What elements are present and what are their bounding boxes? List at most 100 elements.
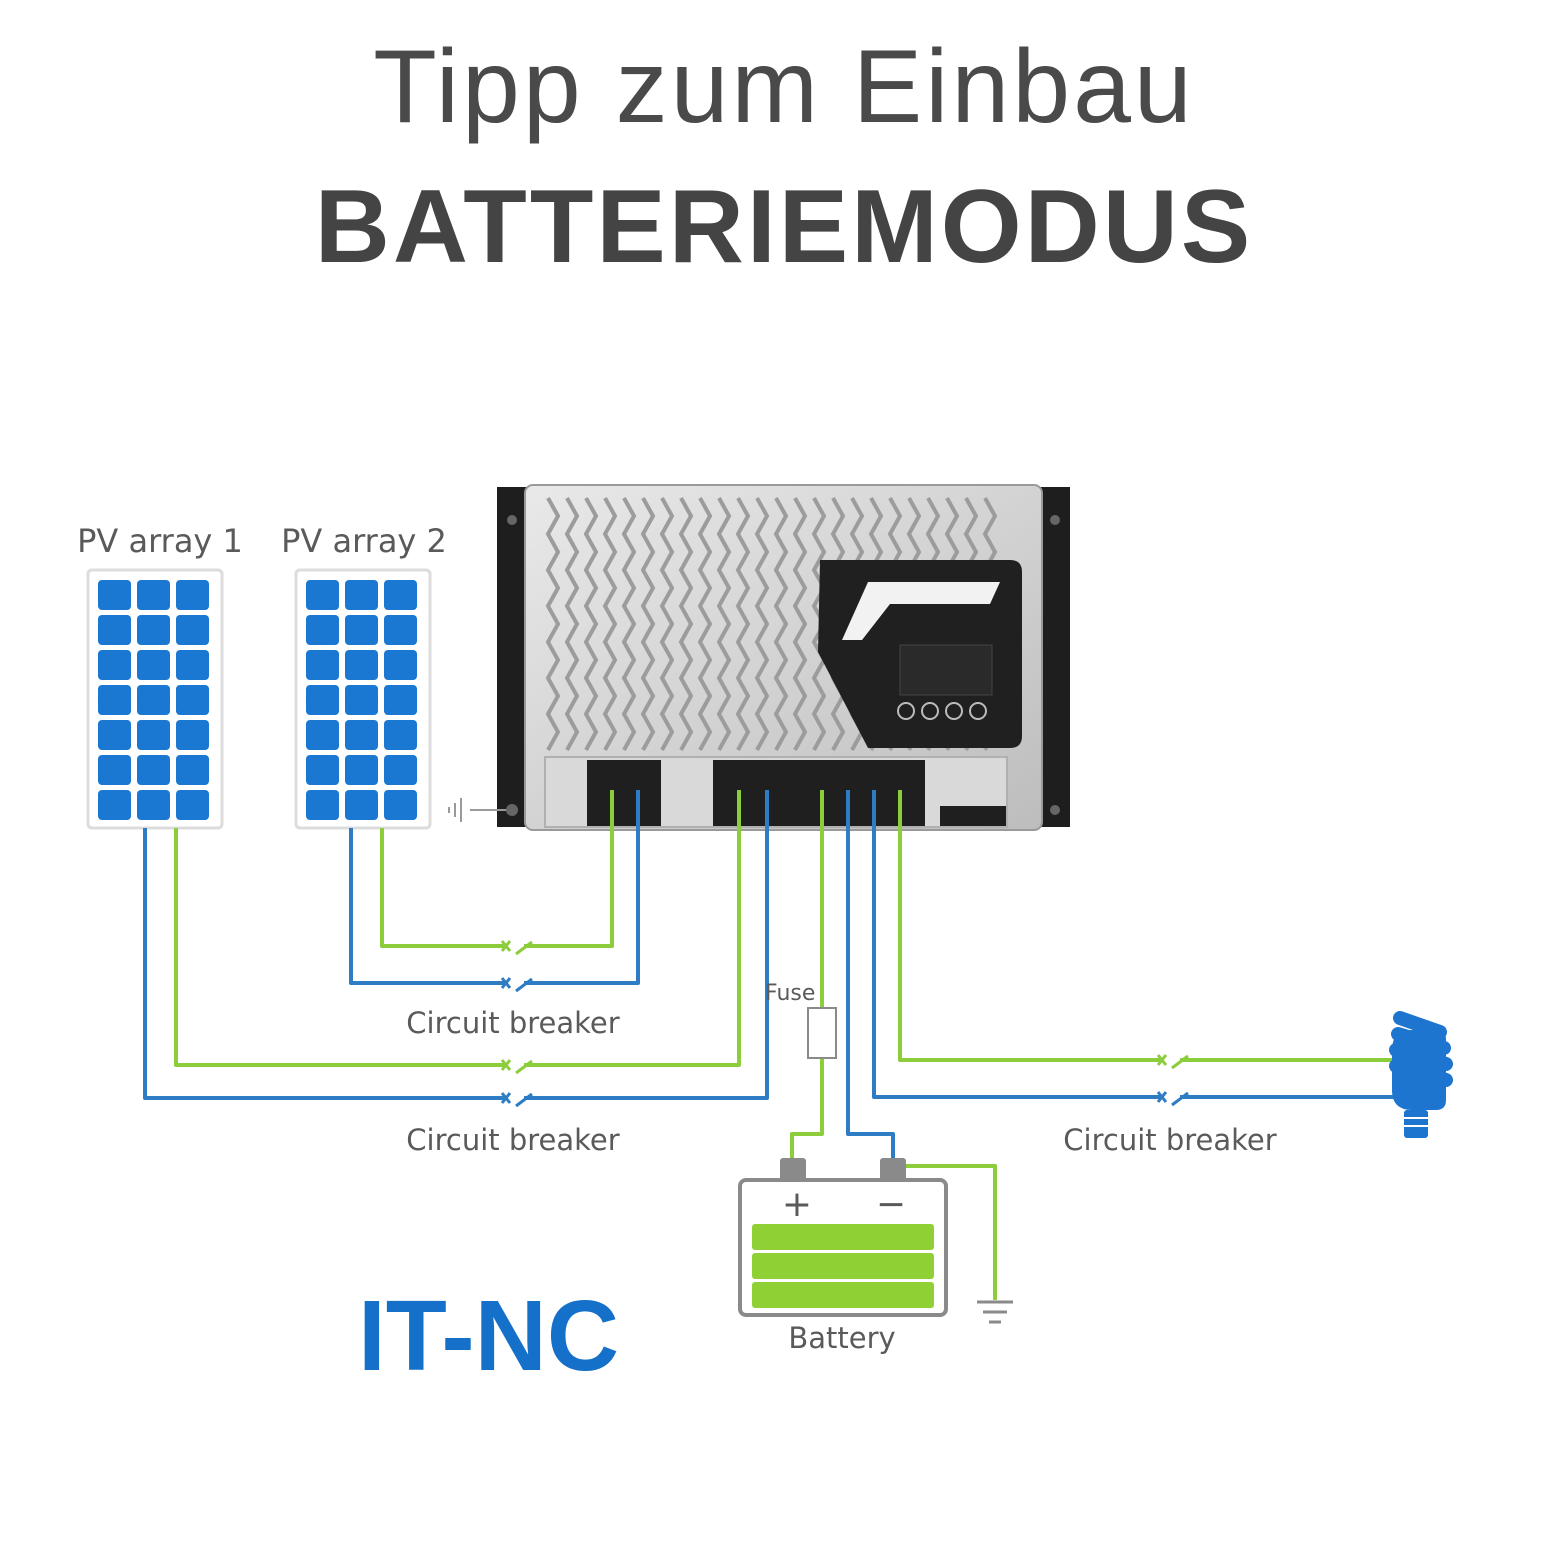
circuit-breaker-pv1-label: Circuit breaker	[406, 1123, 619, 1157]
heatsink-fin	[621, 497, 637, 751]
solar-cell	[345, 685, 378, 715]
solar-cell	[384, 790, 417, 820]
solar-cell	[137, 580, 170, 610]
pv1-negative-wire-out	[524, 790, 769, 1100]
heatsink-fin	[716, 497, 732, 751]
solar-cell	[345, 790, 378, 820]
ground-icon	[977, 1300, 1013, 1324]
solar-cell	[345, 755, 378, 785]
heatsink-fin	[659, 497, 675, 751]
solar-cell	[306, 720, 339, 750]
battery-ground-wire	[904, 1164, 997, 1300]
battery-label: Battery	[788, 1321, 895, 1355]
solar-cell	[98, 790, 131, 820]
breaker-switch	[500, 1059, 533, 1075]
pv-array-2-label: PV array 2	[281, 522, 447, 560]
heatsink-fin	[583, 497, 599, 751]
fuse-label: Fuse	[765, 981, 815, 1006]
solar-cell	[384, 580, 417, 610]
heatsink-fin	[773, 497, 789, 751]
breaker-switch	[500, 1092, 533, 1108]
pv2-positive-wire	[380, 828, 504, 948]
solar-cell	[306, 580, 339, 610]
solar-panel-icon	[86, 568, 224, 830]
heatsink-fin	[735, 497, 751, 751]
solar-cell	[137, 685, 170, 715]
solar-cell	[176, 580, 209, 610]
solar-cell	[176, 790, 209, 820]
solar-cell	[98, 720, 131, 750]
solar-cell	[176, 720, 209, 750]
battery-negative-wire	[846, 790, 895, 1158]
heatsink-fin	[564, 497, 580, 751]
breaker-switch	[1156, 1091, 1189, 1107]
fuse-icon	[807, 1007, 837, 1059]
circuit-breaker-pv2-label: Circuit breaker	[406, 1006, 619, 1040]
solar-cell	[98, 615, 131, 645]
battery-icon: + −	[738, 1158, 948, 1317]
solar-cell	[98, 580, 131, 610]
load-positive-wire	[898, 790, 1160, 1062]
solar-cell	[137, 720, 170, 750]
heatsink-fin	[792, 497, 808, 751]
pv-array-2: PV array 2	[281, 522, 447, 830]
solar-cell	[384, 650, 417, 680]
breaker-switch	[1156, 1054, 1189, 1070]
heatsink-fin	[754, 497, 770, 751]
solar-cell	[98, 685, 131, 715]
pv2-positive-wire-out	[524, 790, 614, 948]
cfl-bulb-icon	[1389, 1011, 1453, 1138]
solar-cell	[98, 650, 131, 680]
solar-cell	[137, 650, 170, 680]
pv2-negative-wire	[349, 828, 504, 985]
wires	[143, 790, 1398, 1300]
solar-cell	[345, 650, 378, 680]
solar-cell	[176, 755, 209, 785]
solar-panel-icon	[294, 568, 432, 830]
pv1-negative-wire	[143, 828, 504, 1100]
breaker-switch	[500, 940, 533, 956]
breaker-switch	[500, 977, 533, 993]
solar-cell	[384, 755, 417, 785]
battery-positive-wire-lower	[790, 1058, 824, 1158]
battery-minus-sign: −	[876, 1184, 906, 1225]
system-type-label: IT-NC	[358, 1280, 619, 1392]
circuit-breaker-load-label: Circuit breaker	[1063, 1123, 1276, 1157]
heatsink-fin	[678, 497, 694, 751]
solar-cell	[384, 720, 417, 750]
title-line-2: BATTERIEMODUS	[314, 169, 1254, 285]
solar-cell	[176, 615, 209, 645]
title-line-1: Tipp zum Einbau	[373, 29, 1195, 145]
solar-cell	[306, 650, 339, 680]
pv1-positive-wire-out	[524, 790, 741, 1067]
heatsink-fin	[545, 497, 561, 751]
heatsink-fin	[697, 497, 713, 751]
solar-cell	[306, 755, 339, 785]
solar-cell	[137, 790, 170, 820]
solar-cell	[137, 615, 170, 645]
solar-cell	[137, 755, 170, 785]
charge-controller-icon	[497, 484, 1070, 831]
battery-plus-sign: +	[782, 1184, 812, 1225]
solar-cell	[176, 685, 209, 715]
heatsink-fin	[640, 497, 656, 751]
breaker-switches	[500, 940, 1189, 1108]
solar-cell	[384, 685, 417, 715]
solar-cell	[98, 755, 131, 785]
pv1-positive-wire	[174, 828, 504, 1067]
pv2-negative-wire-out	[524, 790, 640, 985]
solar-cell	[306, 615, 339, 645]
solar-cell	[345, 580, 378, 610]
heatsink-fin	[602, 497, 618, 751]
solar-cell	[345, 720, 378, 750]
solar-cell	[306, 790, 339, 820]
solar-cell	[384, 615, 417, 645]
solar-cell	[306, 685, 339, 715]
pv-array-1-label: PV array 1	[77, 522, 243, 560]
solar-cell	[345, 615, 378, 645]
solar-cell	[176, 650, 209, 680]
pv-array-1: PV array 1	[77, 522, 243, 830]
load-negative-wire	[872, 790, 1160, 1099]
ground-icon	[448, 798, 506, 822]
